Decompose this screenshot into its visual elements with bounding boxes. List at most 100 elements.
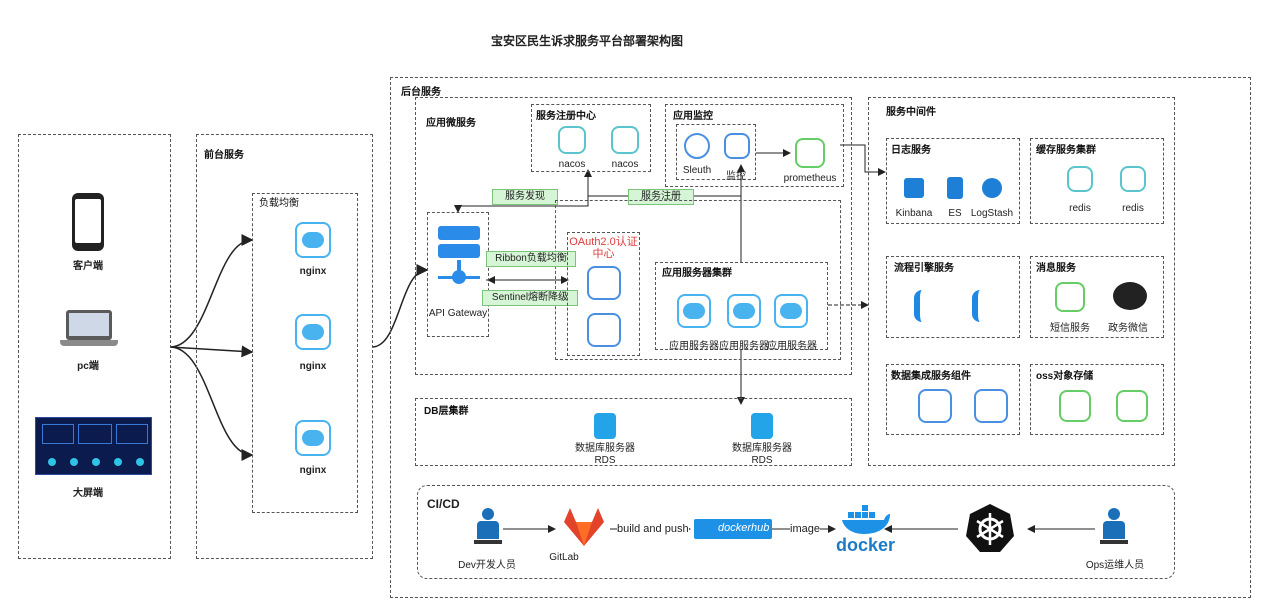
sentinel-tag: Sentinel熔断降级 [482, 290, 578, 306]
gateway-label: API Gateway [428, 308, 488, 319]
nginx-label: nginx [299, 266, 327, 277]
monitor-title: 应用监控 [673, 111, 713, 122]
dockerhub-label: dockerhub [718, 522, 770, 534]
sms-label: 短信服务 [1050, 323, 1090, 334]
load-balancer-title: 负载均衡 [259, 198, 299, 209]
data-integration-title: 数据集成服务组件 [891, 371, 971, 382]
cloud-server-icon [295, 420, 331, 456]
page-title: 宝安区民生诉求服务平台部署架构图 [491, 34, 684, 48]
frontend-group [196, 134, 373, 559]
gateway-group [427, 212, 489, 337]
microservice-group [415, 97, 852, 375]
redis-icon [1067, 166, 1093, 192]
mobile-label: 客户端 [73, 261, 103, 272]
oss-title: oss对象存储 [1036, 371, 1094, 382]
dev-label: Dev开发人员 [458, 560, 516, 571]
cloud-server-icon [727, 294, 761, 328]
redis-label: redis [1122, 203, 1144, 214]
app-server-label: 应用服务器 [669, 341, 719, 352]
db-group [415, 398, 852, 466]
registry-group [531, 104, 651, 172]
nacos-icon [558, 126, 586, 154]
auth-icon [587, 266, 621, 300]
mysql-icon [751, 413, 773, 439]
prometheus-icon [795, 138, 825, 168]
log-title: 日志服务 [891, 145, 931, 156]
monitor-group [665, 104, 844, 187]
microservice-title: 应用微服务 [426, 118, 476, 129]
wechat-icon [1113, 282, 1147, 310]
registry-title: 服务注册中心 [536, 111, 596, 122]
data-integration-icon [918, 389, 952, 423]
oss-icon [1059, 390, 1091, 422]
screen-label: 大屏端 [73, 488, 103, 499]
data-integration-group [886, 364, 1020, 435]
backend-group [390, 77, 1251, 598]
middleware-title: 服务中间件 [886, 107, 936, 118]
prometheus-label: prometheus [783, 173, 837, 184]
client-group [18, 134, 171, 559]
cloud-server-icon [295, 222, 331, 258]
watch-icon [724, 133, 750, 159]
link-client-nginx-1 [169, 234, 254, 348]
nacos-icon [611, 126, 639, 154]
data-integration-icon [974, 389, 1008, 423]
cache-group [1030, 138, 1164, 224]
sleuth-monitor-box [676, 124, 756, 180]
logstash-icon [982, 178, 1002, 198]
db-label: 数据库服务器RDS [575, 443, 635, 466]
docker-icon [840, 504, 890, 536]
watch-label: 监控 [726, 171, 746, 182]
middleware-group [868, 97, 1175, 466]
app-cluster-title: 应用服务器集群 [662, 268, 732, 279]
wechat-label: 政务微信 [1108, 323, 1148, 334]
cloud-server-icon [677, 294, 711, 328]
kibana-icon [904, 178, 924, 198]
mysql-icon [594, 413, 616, 439]
ops-label: Ops运维人员 [1085, 560, 1145, 571]
msg-group [1030, 256, 1164, 338]
kibana-label: Kinbana [895, 208, 933, 219]
gitlab-icon [562, 506, 606, 548]
oss-icon [1116, 390, 1148, 422]
link-prom-log [840, 144, 886, 176]
cloud-server-icon [295, 314, 331, 350]
oauth-title: OAuth2.0认证中心 [569, 236, 638, 260]
cloud-server-icon [774, 294, 808, 328]
app-cluster-group [655, 262, 828, 350]
es-label: ES [948, 208, 962, 219]
firewall-icon [587, 313, 621, 347]
oss-group [1030, 364, 1164, 435]
nginx-label: nginx [299, 361, 327, 372]
flow-engine-icon [914, 290, 946, 322]
nginx-label: nginx [299, 465, 327, 476]
dashboard-screen-icon [35, 417, 152, 475]
laptop-icon [60, 310, 118, 348]
app-server-label: 应用服务器 [719, 341, 769, 352]
phone-icon [72, 193, 104, 251]
app-server-label: 应用服务器 [767, 341, 817, 352]
db-label: 数据库服务器RDS [732, 443, 792, 466]
sleuth-label: Sleuth [682, 165, 712, 176]
msg-title: 消息服务 [1036, 263, 1076, 274]
flow-title: 流程引擎服务 [894, 263, 954, 274]
dockerhub-icon: dockerhub [694, 519, 772, 539]
oauth-group [567, 232, 640, 356]
backend-title: 后台服务 [401, 87, 441, 98]
cicd-group [417, 485, 1175, 579]
redis-icon [1120, 166, 1146, 192]
redis-label: redis [1069, 203, 1091, 214]
log-group [886, 138, 1020, 224]
link-client-nginx-3 [169, 346, 254, 461]
cicd-title: CI/CD [427, 497, 460, 511]
service-discovery-tag: 服务发现 [492, 189, 558, 205]
link-client-nginx-2 [169, 345, 254, 358]
link-front-gateway [371, 264, 429, 348]
cache-title: 缓存服务集群 [1036, 145, 1096, 156]
gateway-server-icon [438, 226, 480, 288]
docker-label: docker [836, 535, 896, 555]
nacos-label: nacos [611, 159, 639, 170]
db-title: DB层集群 [424, 406, 469, 417]
frontend-title: 前台服务 [204, 150, 244, 161]
nacos-label: nacos [558, 159, 586, 170]
